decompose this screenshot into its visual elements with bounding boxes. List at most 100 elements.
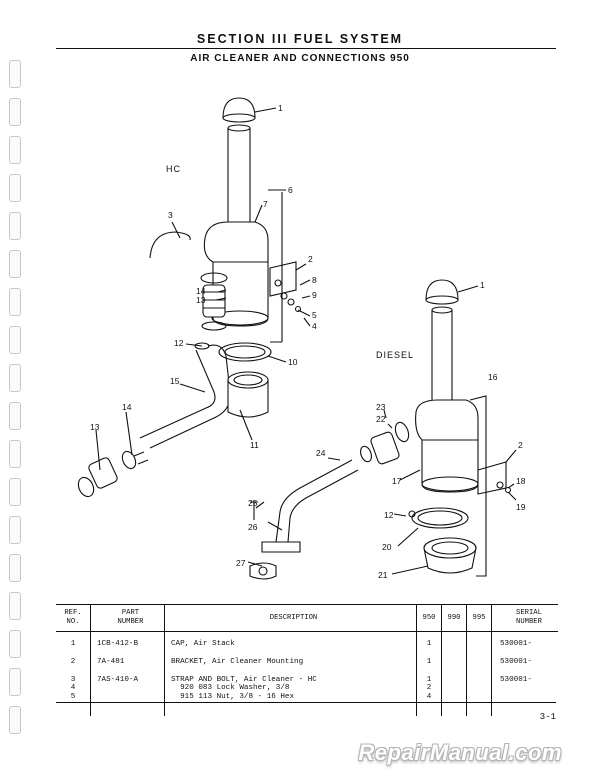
callout: 15: [170, 376, 180, 386]
cell-description: CAP, Air Stack: [164, 631, 417, 649]
binder-hole: [9, 706, 21, 734]
callout: 18: [516, 476, 526, 486]
cell-ref: 3 4 5: [56, 666, 91, 716]
cell-part: 7A-481: [90, 648, 165, 667]
binder-hole: [9, 326, 21, 354]
callout: 23: [376, 402, 386, 412]
callout: 5: [312, 310, 317, 320]
callout: 4: [312, 321, 317, 331]
callout: 16: [488, 372, 498, 382]
section-title: SECTION III FUEL SYSTEM: [196, 32, 404, 46]
diesel-callouts: 1 16 23 22 2 18 24 17 19 25 12 26 20 27 …: [236, 280, 526, 580]
binder-hole: [9, 554, 21, 582]
diesel-stack-drawing: [431, 310, 453, 412]
hc-stack-drawing: [227, 128, 251, 230]
table-row: 3 4 5 7AS-410-A STRAP AND BOLT, Air Clea…: [56, 666, 558, 716]
watermark: RepairManual.com: [358, 740, 562, 765]
callout: 14: [122, 402, 132, 412]
col-ref-label: REF. NO.: [64, 609, 82, 626]
diesel-cleaner-body-drawing: [415, 399, 479, 493]
callout: 3: [168, 210, 173, 220]
col-description: DESCRIPTION: [164, 604, 417, 632]
cell-serial: 530001-: [500, 675, 532, 684]
cell-qty-995: [466, 631, 492, 649]
cell-serial: 530001-: [500, 640, 532, 648]
hc-elbow-tube-drawing: [139, 344, 231, 449]
callout: 2: [518, 440, 523, 450]
col-ref: REF. NO.: [56, 604, 91, 632]
callout: 12: [384, 510, 394, 520]
callout: 22: [376, 414, 386, 424]
parts-list-table: REF. NO. PART NUMBER DESCRIPTION 950 990…: [56, 604, 558, 716]
cell-qty-990: [441, 666, 467, 716]
cell-ref: 2: [56, 648, 91, 667]
col-990: 990: [441, 604, 467, 632]
callout: 1: [480, 280, 485, 290]
hc-strap-drawing: [149, 231, 191, 259]
binder-hole: [9, 60, 21, 88]
callout: 7: [263, 199, 268, 209]
callout: 17: [392, 476, 402, 486]
hc-bracket-drawing: [269, 261, 297, 297]
binder-hole: [9, 630, 21, 658]
col-990-label: 990: [447, 613, 461, 622]
callout: 13: [196, 295, 206, 305]
cell-qty-990: [441, 648, 467, 667]
diesel-label: DIESEL: [376, 350, 414, 360]
col-995-label: 995: [472, 613, 486, 622]
table-row: 2 7A-481 BRACKET, Air Cleaner Mounting 1…: [56, 648, 558, 667]
table-bottom-rule: [56, 702, 556, 703]
callout: 6: [288, 185, 293, 195]
page-number: 3-1: [539, 712, 556, 722]
callout: 24: [316, 448, 326, 458]
binder-hole: [9, 212, 21, 240]
cell-part: 7AS-410-A: [90, 666, 165, 716]
callout: 9: [312, 290, 317, 300]
callout: 8: [312, 275, 317, 285]
diesel-bracket-drawing: [477, 461, 507, 495]
binder-hole: [9, 478, 21, 506]
cell-part: 1CB-412-B: [90, 631, 165, 649]
callout: 26: [248, 522, 258, 532]
cell-qty-995: [466, 666, 492, 716]
hc-cap-drawing: [222, 97, 256, 119]
cell-qty-950: 1: [416, 648, 442, 667]
cell-serial: 530001-: [500, 657, 532, 666]
cell-qty-950: 1 2 4: [416, 666, 442, 716]
callout: 25: [248, 498, 258, 508]
binder-hole: [9, 440, 21, 468]
col-950-label: 950: [422, 613, 436, 622]
callout: 11: [250, 440, 259, 450]
col-950: 950: [416, 604, 442, 632]
binder-hole: [9, 592, 21, 620]
binder-hole: [9, 288, 21, 316]
table-header-row: REF. NO. PART NUMBER DESCRIPTION 950 990…: [56, 604, 558, 632]
diesel-intake-pipe-drawing: [275, 459, 359, 543]
col-part: PART NUMBER: [90, 604, 165, 632]
callout: 10: [288, 357, 298, 367]
cell-qty-995: [466, 648, 492, 667]
binder-hole: [9, 250, 21, 278]
binder-hole: [9, 98, 21, 126]
cell-ref: 1: [56, 631, 91, 649]
callout: 13: [90, 422, 100, 432]
hc-label: HC: [166, 164, 181, 174]
col-serial: SERIAL NUMBER: [491, 604, 558, 632]
cell-description: BRACKET, Air Cleaner Mounting: [164, 648, 417, 667]
callout: 14: [196, 286, 206, 296]
diesel-cap-drawing: [425, 279, 459, 301]
callout: 2: [308, 254, 313, 264]
header-rule: [56, 48, 556, 49]
cell-description: STRAP AND BOLT, Air Cleaner - HC 920 083…: [164, 666, 417, 716]
binder-hole: [9, 668, 21, 696]
page-subtitle: AIR CLEANER AND CONNECTIONS 950: [190, 53, 410, 64]
col-995: 995: [466, 604, 492, 632]
col-part-label: PART NUMBER: [117, 609, 144, 626]
binder-hole: [9, 174, 21, 202]
binder-hole: [9, 364, 21, 392]
cell-qty-950: 1: [416, 631, 442, 649]
binder-hole: [9, 516, 21, 544]
callout: 21: [378, 570, 388, 580]
col-description-label: DESCRIPTION: [269, 613, 318, 622]
table-row: 1 1CB-412-B CAP, Air Stack 1 530001-: [56, 631, 558, 649]
